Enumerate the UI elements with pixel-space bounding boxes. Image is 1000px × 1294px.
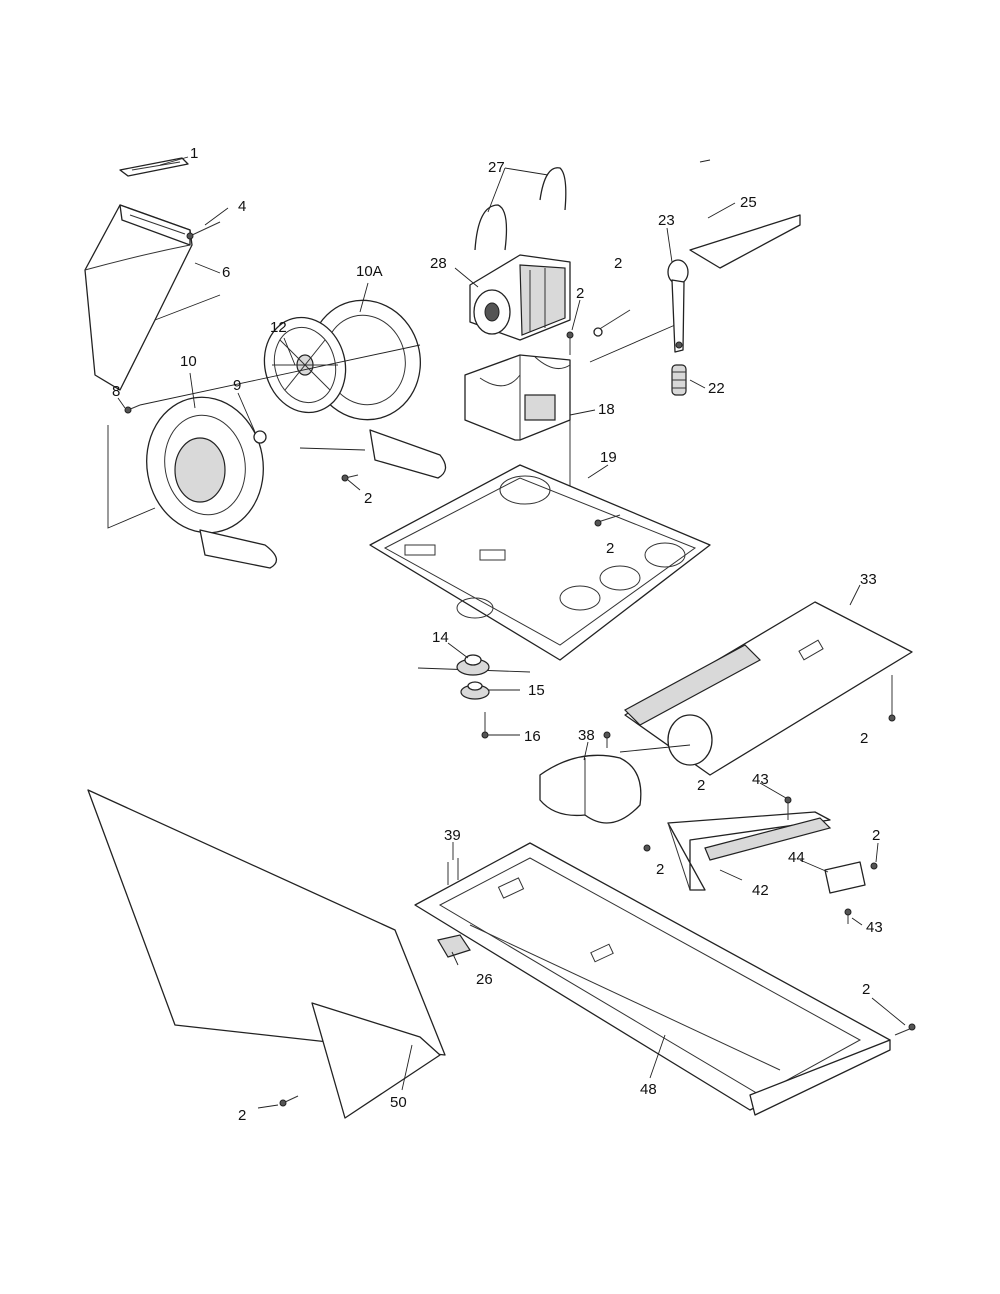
callout-2-frame: 2	[862, 981, 870, 998]
part-14-foot	[417, 654, 531, 676]
callout-23: 23	[658, 212, 675, 229]
callout-12: 12	[270, 319, 287, 336]
part-6-duct	[84, 204, 221, 391]
callout-43-bottom: 43	[866, 919, 883, 936]
callout-2-rail: 2	[872, 827, 880, 844]
callout-22: 22	[708, 380, 725, 397]
part-2-screws-cover	[603, 714, 896, 753]
callout-8: 8	[112, 383, 120, 400]
callout-27: 27	[488, 159, 505, 176]
part-38-elbow	[539, 754, 642, 824]
part-1-strip	[119, 157, 189, 177]
part-39-screws	[447, 858, 459, 885]
callout-2-panel: 2	[238, 1107, 246, 1124]
part-44-bracket	[824, 861, 878, 894]
part-42-rail	[667, 811, 832, 891]
callout-39: 39	[444, 827, 461, 844]
part-10-housing	[146, 396, 277, 569]
part-18-motor-mount	[464, 354, 596, 441]
callout-4: 4	[238, 198, 246, 215]
part-2-screw-blower	[341, 474, 359, 482]
callout-50: 50	[390, 1094, 407, 1111]
part-22-spring	[671, 364, 687, 396]
callout-2-blower: 2	[364, 490, 372, 507]
callout-25: 25	[740, 194, 757, 211]
callout-2-pan: 2	[606, 540, 614, 557]
part-8-screw	[124, 404, 141, 414]
callout-33: 33	[860, 571, 877, 588]
part-9-washer	[253, 430, 267, 444]
callout-26: 26	[476, 971, 493, 988]
part-12-blower-wheel	[263, 316, 347, 414]
callout-42: 42	[752, 882, 769, 899]
callout-2-cover: 2	[860, 730, 868, 747]
part-2-screws-motor	[566, 309, 631, 355]
callout-2-motor: 2	[576, 285, 584, 302]
part-43-screws	[784, 796, 852, 924]
part-2-screw-rail	[643, 844, 651, 852]
blower-alignment-lines	[107, 344, 421, 529]
callout-2-motor-top: 2	[614, 255, 622, 272]
part-26-block	[437, 934, 471, 958]
callout-48: 48	[640, 1081, 657, 1098]
callout-2-bracket: 2	[656, 861, 664, 878]
callout-leaders	[117, 156, 906, 1109]
callout-15: 15	[528, 682, 545, 699]
part-27-clamps	[474, 167, 567, 251]
callout-18: 18	[598, 401, 615, 418]
part-48-base-frame	[414, 842, 891, 1116]
callout-6: 6	[222, 264, 230, 281]
callout-43-top: 43	[752, 771, 769, 788]
callout-2-elbow: 2	[697, 777, 705, 794]
part-23-idler	[667, 259, 689, 353]
callout-labels: 1 4 6 10A 12 10 9 8 2 27 28 2 2 23 25 22…	[112, 145, 883, 1124]
part-33-exhaust-cover	[624, 601, 913, 776]
part-28-motor	[469, 254, 571, 341]
part-4-screw	[186, 221, 221, 240]
part-15-foot	[460, 681, 490, 700]
callout-44: 44	[788, 849, 805, 866]
part-19-base-pan	[369, 464, 711, 661]
callout-10: 10	[180, 353, 197, 370]
part-2-screw-panel	[279, 1095, 299, 1107]
part-2-screw-pan	[594, 514, 621, 527]
callout-38: 38	[578, 727, 595, 744]
part-2-screw-frame	[894, 1023, 916, 1036]
part-16-screw	[481, 712, 489, 739]
callout-19: 19	[600, 449, 617, 466]
part-25-belt	[689, 159, 801, 269]
callout-10a: 10A	[356, 263, 383, 280]
idler-alignment	[589, 324, 676, 363]
callout-1: 1	[190, 145, 198, 162]
callout-16: 16	[524, 728, 541, 745]
callout-14: 14	[432, 629, 449, 646]
callout-28: 28	[430, 255, 447, 272]
callout-9: 9	[233, 377, 241, 394]
part-50-panel	[87, 789, 446, 1119]
